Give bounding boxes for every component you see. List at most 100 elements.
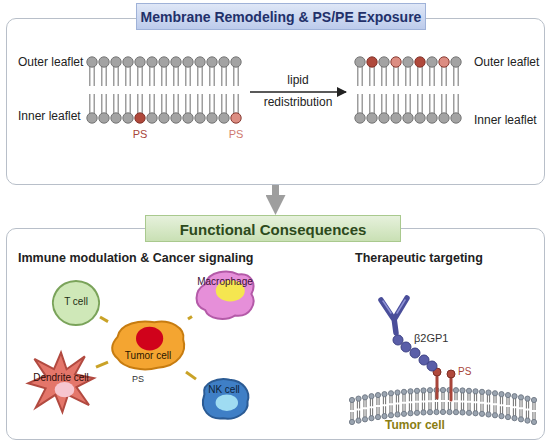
interaction-link bbox=[186, 372, 196, 379]
lipid-tail bbox=[362, 66, 363, 86]
cell-nucleus bbox=[55, 382, 75, 397]
lipid-tail bbox=[166, 94, 167, 114]
lipid-head bbox=[427, 113, 437, 123]
lipid-tail bbox=[476, 393, 477, 401]
ps-tail bbox=[436, 374, 439, 398]
lipid-head bbox=[367, 113, 377, 123]
lipid-head bbox=[379, 113, 389, 123]
lipid-tail bbox=[448, 402, 449, 410]
lipid-tail bbox=[487, 395, 488, 403]
lipid-head bbox=[439, 113, 449, 123]
lipid-tail bbox=[441, 94, 442, 114]
lipid-head bbox=[388, 413, 393, 418]
lipid-head bbox=[401, 389, 406, 394]
cell-membrane bbox=[112, 322, 184, 370]
lipid-tail bbox=[386, 66, 387, 86]
lipid-tail bbox=[476, 403, 477, 411]
lipid-head bbox=[466, 410, 471, 415]
lipid-tail bbox=[461, 393, 462, 401]
lipid-tail bbox=[470, 403, 471, 411]
lipid-tail bbox=[106, 94, 107, 114]
lipid-head bbox=[403, 57, 413, 67]
lipid-tail bbox=[372, 408, 373, 416]
cell-label: Tumor cell bbox=[385, 419, 445, 433]
lipid-head bbox=[135, 113, 145, 123]
lipid-head bbox=[349, 419, 354, 424]
cell-label: T cell bbox=[52, 296, 100, 307]
lipid-tail bbox=[185, 66, 186, 86]
lipid-head bbox=[123, 57, 133, 67]
lipid-tail bbox=[173, 94, 174, 114]
leaflet-label: Inner leaflet bbox=[474, 114, 537, 128]
lipid-tail bbox=[154, 94, 155, 114]
lipid-tail bbox=[125, 94, 126, 114]
lipid-head bbox=[369, 394, 374, 399]
lipid-tail bbox=[480, 394, 481, 402]
lipid-tail bbox=[515, 398, 516, 406]
flow-arrow bbox=[272, 185, 279, 203]
antibody-arm bbox=[395, 298, 407, 318]
lipid-tail bbox=[374, 66, 375, 86]
section-panel: Membrane Remodeling & PS/PE Exposure bbox=[6, 3, 545, 185]
lipid-tail bbox=[350, 412, 351, 420]
lipid-tail bbox=[402, 404, 403, 412]
lipid-tail bbox=[398, 395, 399, 403]
lipid-head bbox=[451, 57, 461, 67]
lipid-head bbox=[486, 390, 491, 395]
lipid-tail bbox=[374, 94, 375, 114]
lipid-tail bbox=[489, 395, 490, 403]
lipid-tail bbox=[149, 66, 150, 86]
lipid-head bbox=[382, 414, 387, 419]
t-cell: T cell bbox=[52, 280, 100, 326]
lipid-tail bbox=[415, 403, 416, 411]
lipid-head bbox=[499, 414, 504, 419]
lipid-head bbox=[379, 57, 389, 67]
ps-tail bbox=[450, 376, 453, 400]
lipid-head bbox=[427, 57, 437, 67]
lipid-head bbox=[531, 419, 536, 424]
lipid-tail bbox=[410, 94, 411, 114]
lipid-head bbox=[355, 113, 365, 123]
lipid-head bbox=[453, 410, 458, 415]
lipid-tail bbox=[209, 94, 210, 114]
lipid-head bbox=[231, 57, 241, 67]
lipid-tail bbox=[411, 403, 412, 411]
cell-outline bbox=[196, 376, 252, 422]
lipid-tail bbox=[190, 66, 191, 86]
lipid-tail bbox=[118, 66, 119, 86]
lipid-head bbox=[447, 409, 452, 414]
lipid-head bbox=[531, 397, 536, 402]
lipid-tail bbox=[226, 94, 227, 114]
lipid-tail bbox=[357, 411, 358, 419]
antibody-arm bbox=[381, 300, 393, 318]
lipid-tail bbox=[398, 94, 399, 114]
lipid-tail bbox=[362, 94, 363, 114]
lipid-tail bbox=[366, 399, 367, 407]
lipid-tail bbox=[435, 402, 436, 410]
lipid-tail bbox=[386, 94, 387, 114]
lipid-head bbox=[356, 418, 361, 423]
lipid-head bbox=[479, 411, 484, 416]
lipid-tail bbox=[463, 393, 464, 401]
lipid-tail bbox=[221, 94, 222, 114]
lipid-head bbox=[512, 416, 517, 421]
lipid-tail bbox=[402, 394, 403, 402]
lipid-head bbox=[460, 388, 465, 393]
dendritic-cell: Dendrite cell bbox=[26, 350, 96, 414]
lipid-tail bbox=[369, 66, 370, 86]
lipid-tail bbox=[513, 398, 514, 406]
lipid-tail bbox=[359, 411, 360, 419]
lipid-tail bbox=[178, 66, 179, 86]
lipid-tail bbox=[483, 404, 484, 412]
lipid-tail bbox=[376, 407, 377, 415]
lipid-tail bbox=[398, 66, 399, 86]
lipid-tail bbox=[417, 66, 418, 86]
lipid-head bbox=[362, 395, 367, 400]
lipid-head bbox=[87, 57, 97, 67]
lipid-tail bbox=[422, 402, 423, 410]
lipid-tail bbox=[434, 94, 435, 114]
lipid-tail bbox=[357, 66, 358, 86]
lipid-head bbox=[434, 409, 439, 414]
lipid-tail bbox=[457, 392, 458, 400]
arrow-label: lipid bbox=[287, 74, 308, 88]
